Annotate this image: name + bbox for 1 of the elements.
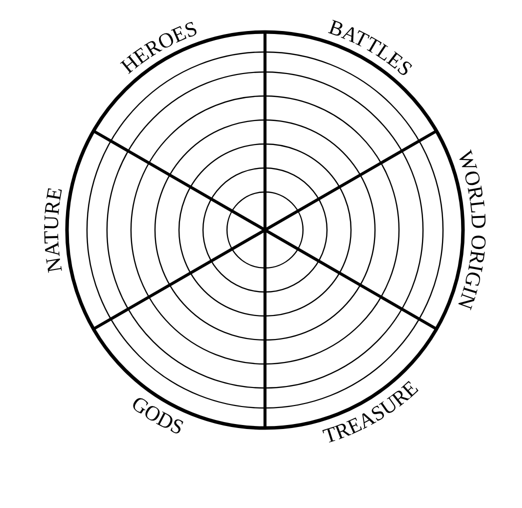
sector-label: GODS bbox=[127, 391, 188, 440]
